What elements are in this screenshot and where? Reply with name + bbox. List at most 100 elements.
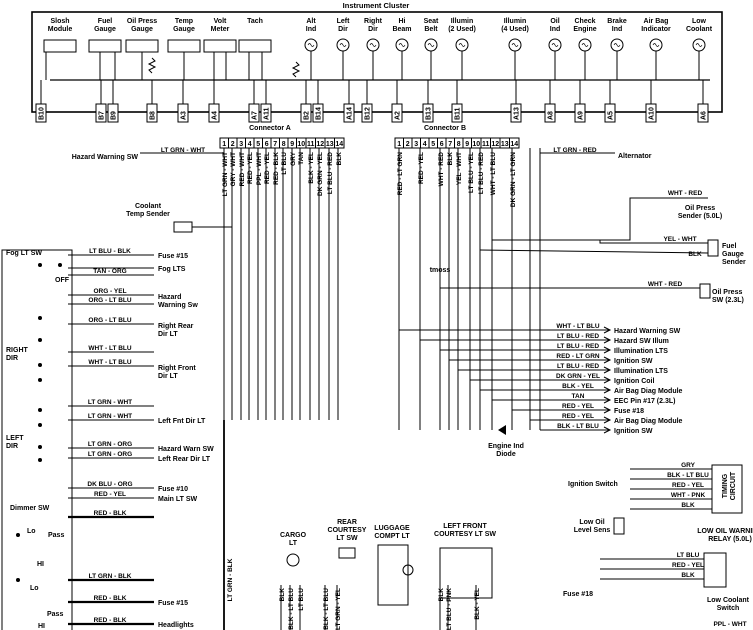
left-destination-label: Fuse #15 [158, 600, 188, 607]
connector-a-wire-label: LT GRN - WHT [222, 152, 229, 196]
oil-press-sw-wire-label: WHT - RED [648, 281, 683, 288]
oil-press-wire-label: WHT - RED [668, 190, 703, 197]
left-wire-label: LT GRN - WHT [88, 399, 132, 406]
connector-a-pin-number: 7 [273, 141, 277, 148]
switch-contact [38, 458, 42, 462]
right-list-wire-label: LT BLU - RED [557, 333, 599, 340]
oil-press-sw-icon [699, 283, 711, 299]
terminal-label: B11 [455, 107, 462, 120]
lamp-icon [395, 38, 409, 52]
watermark-text: tmoss [430, 267, 451, 274]
arrow-icon [603, 336, 612, 344]
dimmer-lo-label: Lo [30, 585, 39, 592]
terminal-box [697, 103, 709, 123]
connector-b-pin-number: 2 [406, 141, 410, 148]
left-wire-label: RED - BLK [94, 617, 127, 624]
lamp-filament [339, 43, 347, 47]
gauge-box [125, 39, 159, 53]
terminal-box [645, 103, 657, 123]
gauge-box [43, 39, 77, 53]
connector-b-label: Connector B [424, 125, 466, 132]
low-oil-relay-label: LOW OIL WARNINGRELAY (5.0L) [697, 528, 753, 543]
multifunction-switch-frame [1, 249, 73, 630]
alternator-label: Alternator [618, 153, 652, 160]
hazard-wire-label: LT GRN - WHT [161, 147, 205, 154]
terminal-label: B12 [365, 107, 372, 120]
dimmer-hi-label: HI [37, 561, 44, 568]
diode-icon [498, 425, 506, 435]
switch-contact [16, 578, 20, 582]
hazard-warning-sw-label: Hazard Warning SW [72, 154, 139, 161]
left-destination-label: Left Fnt Dir LT [158, 418, 206, 425]
resistor-icon [291, 61, 301, 78]
connector-a-pin-number: 5 [256, 141, 260, 148]
bottom-wire-label: BLK - LT BLU [288, 588, 295, 630]
switch-contact [38, 408, 42, 412]
terminal-box [451, 103, 463, 123]
connector-a-pin-number: 3 [239, 141, 243, 148]
arrow-icon [603, 346, 612, 354]
lamp-icon [692, 38, 706, 52]
right-list-destination: Illumination LTS [614, 368, 668, 375]
left-destination-label: Headlights [158, 622, 194, 629]
right-list-wire-label: TAN [572, 393, 585, 400]
connector-a-pin-number: 6 [265, 141, 269, 148]
terminal-box [574, 103, 586, 123]
fog-off-label: OFF [55, 277, 70, 284]
connector-b-pin-number: 8 [457, 141, 461, 148]
lamp-icon [548, 38, 562, 52]
cluster-component-label: Illumin(4 Used) [501, 18, 529, 33]
fuel-gauge-blk-label: BLK [688, 251, 702, 258]
right-list-destination: EEC Pin #17 (2.3L) [614, 398, 675, 405]
left-wire-label: LT BLU - BLK [89, 248, 131, 255]
alternator-wire-label: LT GRN - RED [553, 147, 597, 154]
connector-b-wire-label: RED - YEL [418, 152, 425, 184]
terminal-label: A8 [548, 111, 555, 120]
switch-contact [38, 363, 42, 367]
lamp-icon [336, 38, 350, 52]
lamp-icon [649, 38, 663, 52]
terminal-label: B14 [316, 107, 323, 120]
fuel-gauge-wire-label: YEL - WHT [663, 236, 696, 243]
terminal-box [35, 103, 47, 123]
connector-a-pin-number: 12 [316, 141, 324, 148]
lamp-filament [307, 43, 315, 47]
connector-a-wire-label: GRY - WHT [230, 152, 237, 186]
left-wire-label: DK BLU - ORG [87, 481, 132, 488]
connector-b-wire-label: YEL - WHT [456, 152, 463, 185]
connector-b-wire-label: RED - LT GRN [397, 152, 404, 196]
left-wire-label: ORG - LT BLU [88, 317, 132, 324]
terminal-box [177, 103, 189, 123]
switch-contact [38, 378, 42, 382]
lamp-filament [695, 43, 703, 47]
fuel-gauge-blk-wire [479, 249, 709, 254]
right-list-destination: Illumination LTS [614, 348, 668, 355]
terminal-label: A4 [212, 111, 219, 120]
connector-a-pin-number: 13 [326, 141, 334, 148]
connector-b-pin-number: 7 [448, 141, 452, 148]
bottom-wire-label: BLK [279, 588, 286, 602]
connector-b-wire-label: DK GRN - LT GRN [510, 152, 517, 207]
terminal-label: B2 [304, 111, 311, 120]
connector-a-wire-label: RED - BLK [273, 152, 280, 185]
luggage-lamp-icon [402, 564, 414, 576]
cluster-component-label: Tach [247, 18, 263, 25]
right-list-wire-label: BLK - YEL [562, 383, 594, 390]
terminal-label: B13 [426, 107, 433, 120]
bottom-wire-label: BLK - YEL [474, 588, 481, 620]
left-destination-label: Left Rear Dir LT [158, 456, 211, 463]
fuel-sender-icon [707, 239, 719, 257]
lamp-icon [610, 38, 624, 52]
fog-sw-label: Fog LT SW [6, 250, 42, 257]
arrow-icon [603, 396, 612, 404]
connector-a-pin-number: 9 [290, 141, 294, 148]
